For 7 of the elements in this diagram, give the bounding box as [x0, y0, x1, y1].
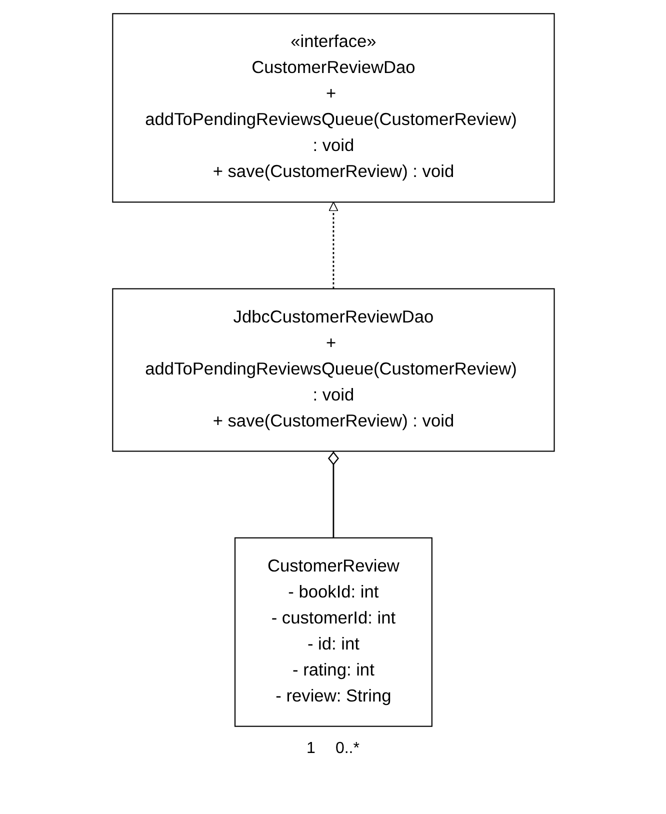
multiplicity-label: 0..* [335, 740, 360, 758]
connector [328, 451, 338, 538]
multiplicity-label: 1 [306, 740, 316, 758]
arrow [328, 202, 338, 289]
node-box: «interface» CustomerReviewDao + addToPendingReviewsQueue(CustomerReview) : void + save(CustomerReview) : void [112, 13, 554, 203]
node-box: JdbcCustomerReviewDao + addToPendingReviewsQueue(CustomerReview) : void + save(CustomerReview) : void [112, 288, 554, 452]
node-box: CustomerReview - bookId: int - customerId: int - id: int - rating: int - review: String [234, 537, 432, 727]
